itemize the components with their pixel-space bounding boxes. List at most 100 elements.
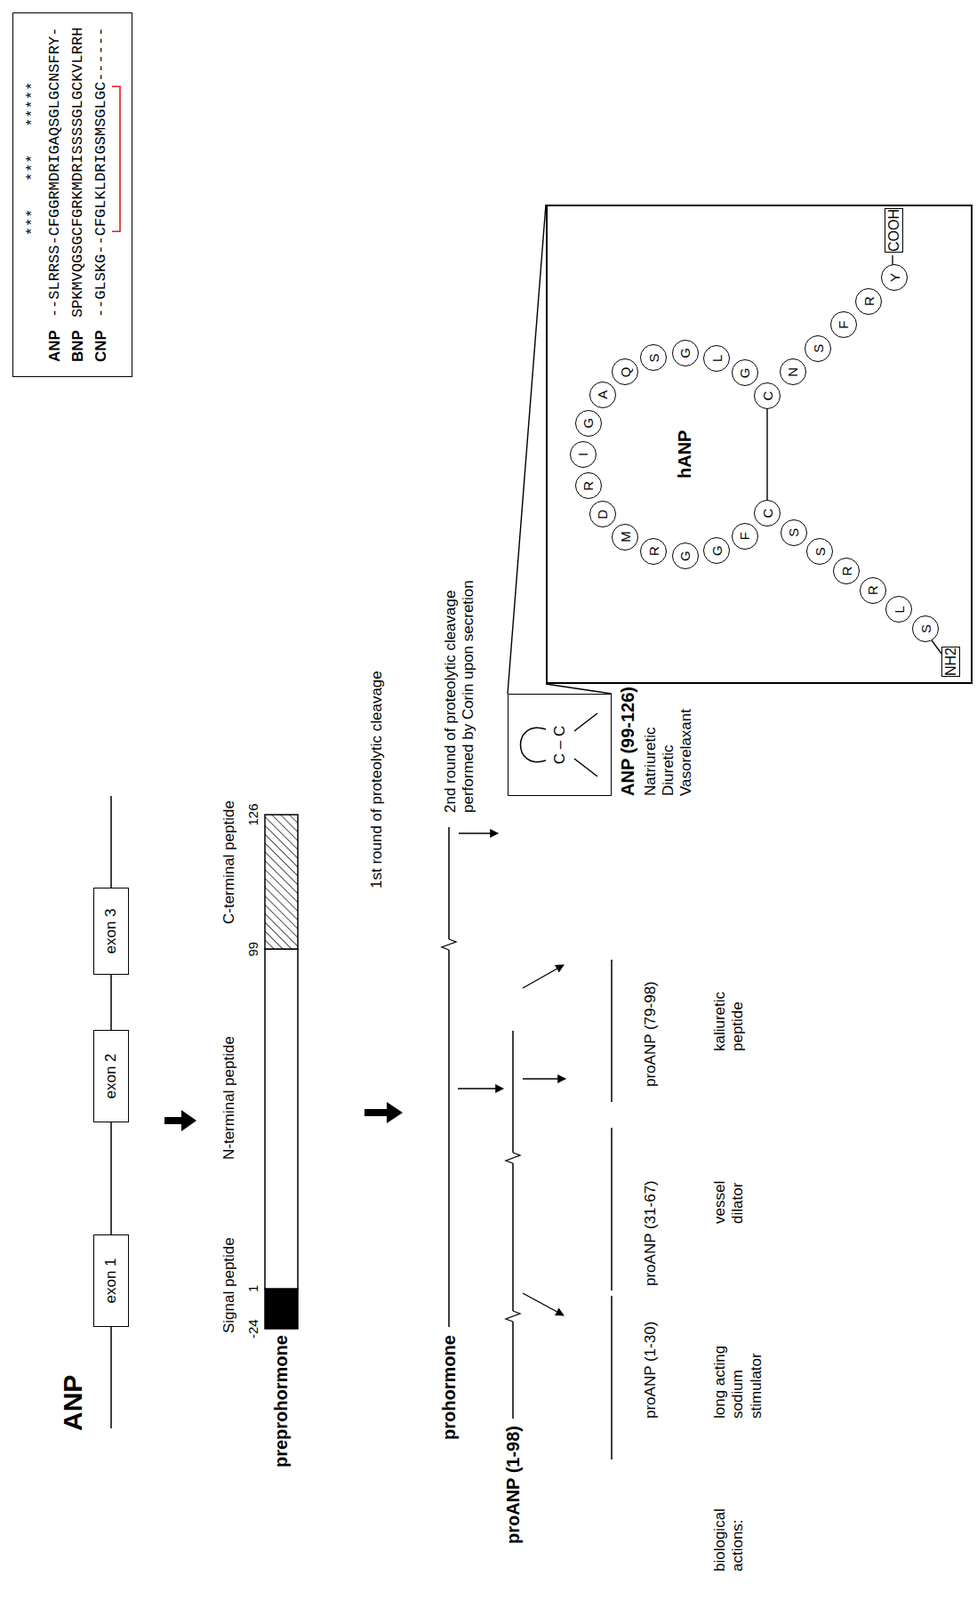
action-text: long acting sodium stimulator — [711, 1324, 766, 1418]
residue-circle: R — [855, 288, 882, 315]
n-terminal-bar — [264, 948, 298, 1289]
residue-circle: D — [589, 500, 617, 528]
c-terminal-bar — [264, 814, 298, 949]
residue-circle: Q — [611, 358, 639, 385]
proanp-line — [512, 1030, 514, 1418]
residue-letter: R — [581, 480, 595, 491]
residue-letter: N — [785, 367, 800, 377]
small-arrow — [458, 832, 498, 833]
residue-letter: R — [840, 566, 854, 577]
residue-circle: Y — [880, 264, 908, 291]
residue-letter: F — [737, 531, 752, 540]
region-label: Signal peptide — [220, 1236, 239, 1333]
prohormone-line — [448, 826, 450, 1327]
residue-letter: I — [576, 452, 590, 457]
residue-circle: R — [859, 576, 887, 604]
residue-circle: S — [640, 344, 667, 371]
residue-letter: A — [595, 390, 609, 400]
residue-circle: G — [672, 542, 699, 569]
terminus-label: COOH — [884, 208, 904, 253]
residue-circle: G — [703, 536, 730, 564]
residue-letter: G — [710, 544, 724, 556]
block-arrow — [364, 1101, 403, 1123]
cleavage-break — [505, 1152, 521, 1322]
residue-circle: S — [804, 335, 832, 362]
terminus-label: NH2 — [941, 646, 961, 677]
zoom-line — [545, 683, 612, 694]
residue-circle: G — [731, 359, 759, 386]
action-text: kaliuretic peptide — [711, 975, 748, 1051]
region-label: N-terminal peptide — [220, 1035, 239, 1160]
residue-letter: G — [581, 417, 595, 429]
action-text: vessel dilator — [711, 1156, 748, 1224]
residue-letter: S — [811, 344, 825, 353]
structure-panel: hANPSLRRSSCFGGRMDRIGAQSGLGCNSFRY — [545, 204, 973, 684]
figure-title: ANP — [56, 1374, 89, 1431]
node-label: exon 2 — [102, 1052, 121, 1098]
exon-box: exon 1 — [93, 1233, 129, 1327]
residue-letter: R — [865, 584, 880, 595]
stage-name: preprohormone — [270, 1334, 292, 1467]
residue-letter: M — [618, 530, 633, 543]
node-label: exon 1 — [102, 1257, 121, 1303]
row-heading: biological actions: — [711, 1481, 748, 1571]
peptide-name: CNP — [92, 329, 111, 362]
signal-peptide-bar — [264, 1288, 298, 1329]
residue-letter: S — [786, 528, 801, 537]
node-label: hANP — [674, 430, 696, 479]
alignment-box: *** *** ***** ANP --SLRRSS-CFGGRMDRIGAQSGL… — [12, 12, 133, 377]
residue-number: 1 — [245, 1284, 262, 1292]
exon-box: exon 2 — [93, 1029, 129, 1122]
step-note: 2nd round of proteolytic cleavage perfor… — [441, 528, 479, 813]
disulfide-bracket — [112, 86, 121, 232]
residue-circle: I — [569, 440, 597, 468]
node-label: C – C — [551, 725, 569, 764]
loop-sketch — [520, 727, 547, 761]
node-label: exon 3 — [102, 907, 121, 953]
residue-circle: S — [806, 537, 833, 565]
residue-circle: R — [575, 472, 602, 499]
exon-box: exon 3 — [93, 887, 129, 975]
residue-letter: S — [919, 624, 933, 633]
residue-circle: L — [885, 595, 913, 623]
sequence-text: --SLRRSS-CFGGRMDRIGAQSGLGCNSFRY- — [46, 27, 65, 318]
residue-circle: R — [832, 557, 860, 585]
residue-letter: S — [813, 546, 827, 556]
stage-name: ANP (99-126) — [616, 686, 639, 796]
cleavage-break — [441, 938, 457, 950]
block-arrow — [164, 1109, 197, 1131]
residue-letter: R — [647, 545, 661, 556]
conservation-stars: *** *** ***** — [24, 27, 41, 318]
small-arrow — [457, 1087, 504, 1089]
residue-letter: F — [836, 320, 850, 329]
residue-letter: D — [595, 509, 609, 520]
residue-circle: C — [753, 499, 781, 527]
small-arrow — [522, 1292, 564, 1315]
peptide-name: ANP — [46, 329, 65, 362]
residue-circle: G — [575, 409, 602, 437]
fragment-line — [610, 959, 613, 1459]
action-text: Vasorelaxant — [677, 708, 696, 796]
residue-circle: F — [731, 522, 759, 550]
residue-letter: L — [892, 605, 906, 613]
residue-circle: A — [589, 381, 617, 409]
residue-circle: L — [703, 344, 730, 372]
stage-name: proANP (1-98) — [502, 1425, 524, 1544]
sequence-text: SPKMVQGSGCFGRKMDRISSSSGLGCKVLRRH — [69, 27, 88, 318]
peptide-name: BNP — [69, 329, 88, 362]
residue-circle: N — [779, 358, 807, 385]
sequence-text: --GLSKG--CFGLKLDRIGSMSGLGC------ — [92, 27, 111, 318]
residue-letter: G — [737, 368, 752, 379]
disulfide-bond — [766, 408, 768, 500]
residue-letter: R — [862, 296, 876, 306]
residue-number: -24 — [245, 1318, 262, 1338]
residue-circle: S — [912, 615, 939, 642]
tail-sketch — [574, 712, 598, 777]
residue-letter: C — [760, 391, 775, 401]
small-arrow — [522, 964, 564, 988]
residue-number: 126 — [245, 802, 262, 825]
residue-letter: Q — [618, 367, 633, 378]
